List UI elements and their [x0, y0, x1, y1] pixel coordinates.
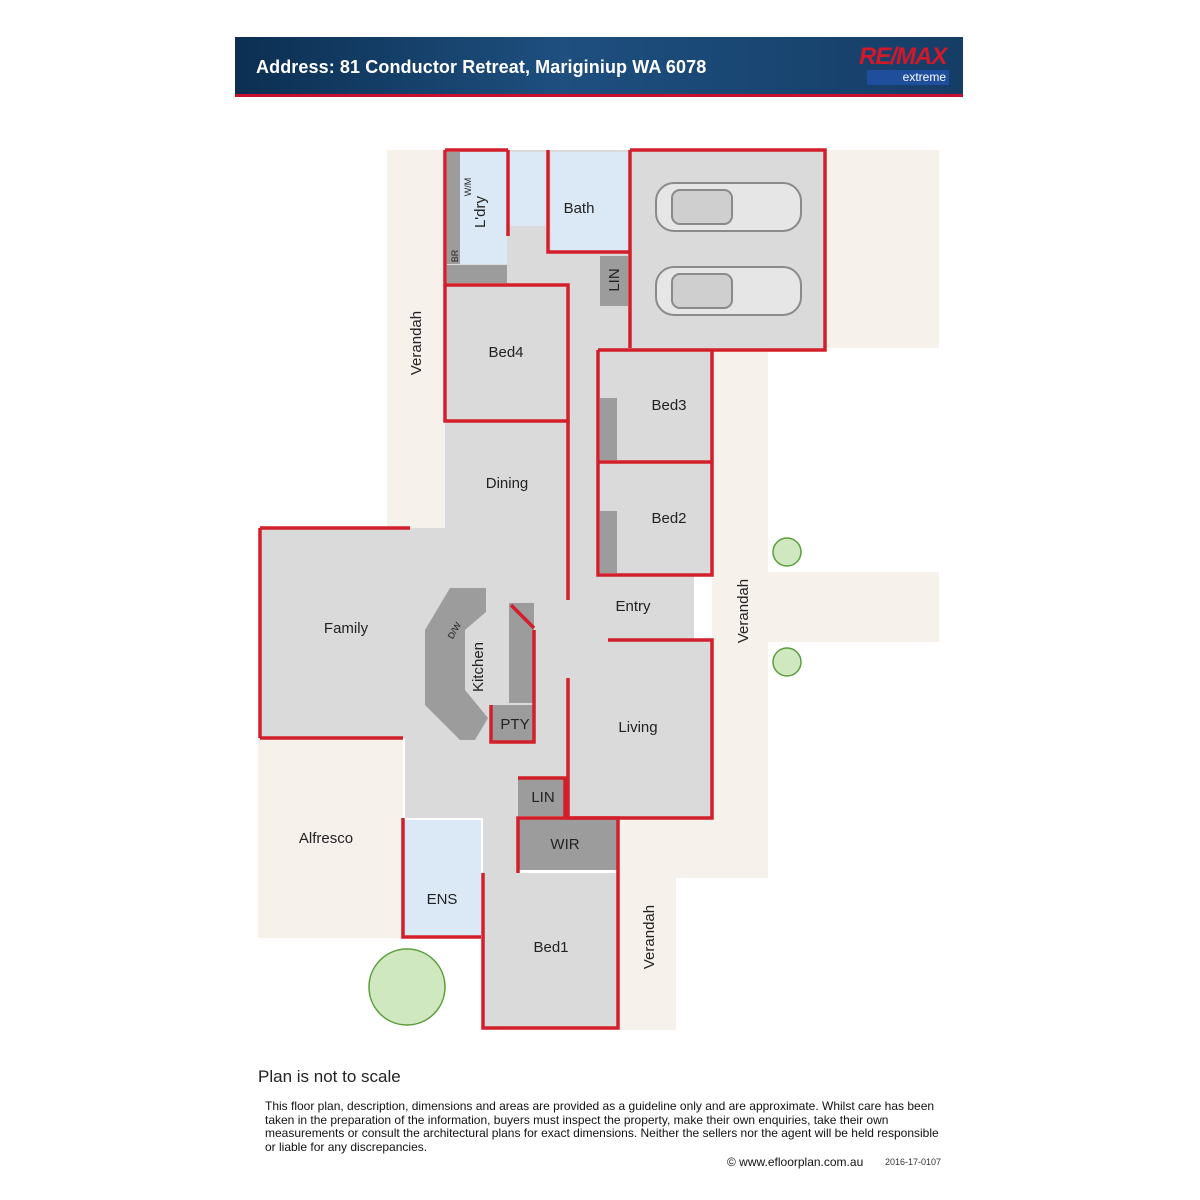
tree-icon [368, 537, 802, 1026]
walls [258, 148, 827, 1030]
label-pantry: PTY [500, 716, 529, 733]
wet-areas [403, 152, 628, 937]
label-bed3: Bed3 [651, 397, 686, 414]
label-alfresco: Alfresco [299, 830, 353, 847]
remax-logo: RE/MAX extreme [859, 43, 951, 87]
label-wm: W/M [463, 178, 473, 197]
disclaimer-text: This floor plan, description, dimensions… [265, 1099, 939, 1154]
outdoor-areas [258, 150, 939, 1030]
label-ensuite: ENS [427, 891, 458, 908]
label-bed4: Bed4 [488, 344, 523, 361]
label-dining: Dining [486, 475, 529, 492]
label-bath: Bath [564, 200, 595, 217]
header-banner: Address: 81 Conductor Retreat, Mariginiu… [235, 37, 963, 97]
label-laundry: L'dry [472, 195, 489, 228]
logo-brand: RE/MAX [859, 43, 947, 70]
label-bed1: Bed1 [533, 939, 568, 956]
label-family: Family [324, 620, 369, 637]
label-verandah-right: Verandah [735, 579, 752, 643]
label-living: Living [618, 719, 657, 736]
label-kitchen: Kitchen [470, 642, 487, 692]
label-linen-bottom: LIN [531, 789, 554, 806]
plan-code: 2016-17-0107 [885, 1157, 942, 1167]
property-address: Address: 81 Conductor Retreat, Mariginiu… [256, 57, 707, 77]
car-icon [655, 182, 802, 316]
label-entry: Entry [615, 598, 651, 615]
label-linen-top: LIN [606, 268, 623, 291]
storage-cabinets [425, 152, 628, 870]
label-br: BR [450, 249, 460, 262]
label-bed2: Bed2 [651, 510, 686, 527]
copyright-text: © www.efloorplan.com.au [727, 1155, 864, 1169]
label-verandah-left: Verandah [408, 311, 425, 375]
scale-note: Plan is not to scale [258, 1067, 401, 1086]
label-verandah-bottom: Verandah [641, 905, 658, 969]
label-wir: WIR [550, 836, 579, 853]
logo-sub: extreme [867, 70, 949, 85]
